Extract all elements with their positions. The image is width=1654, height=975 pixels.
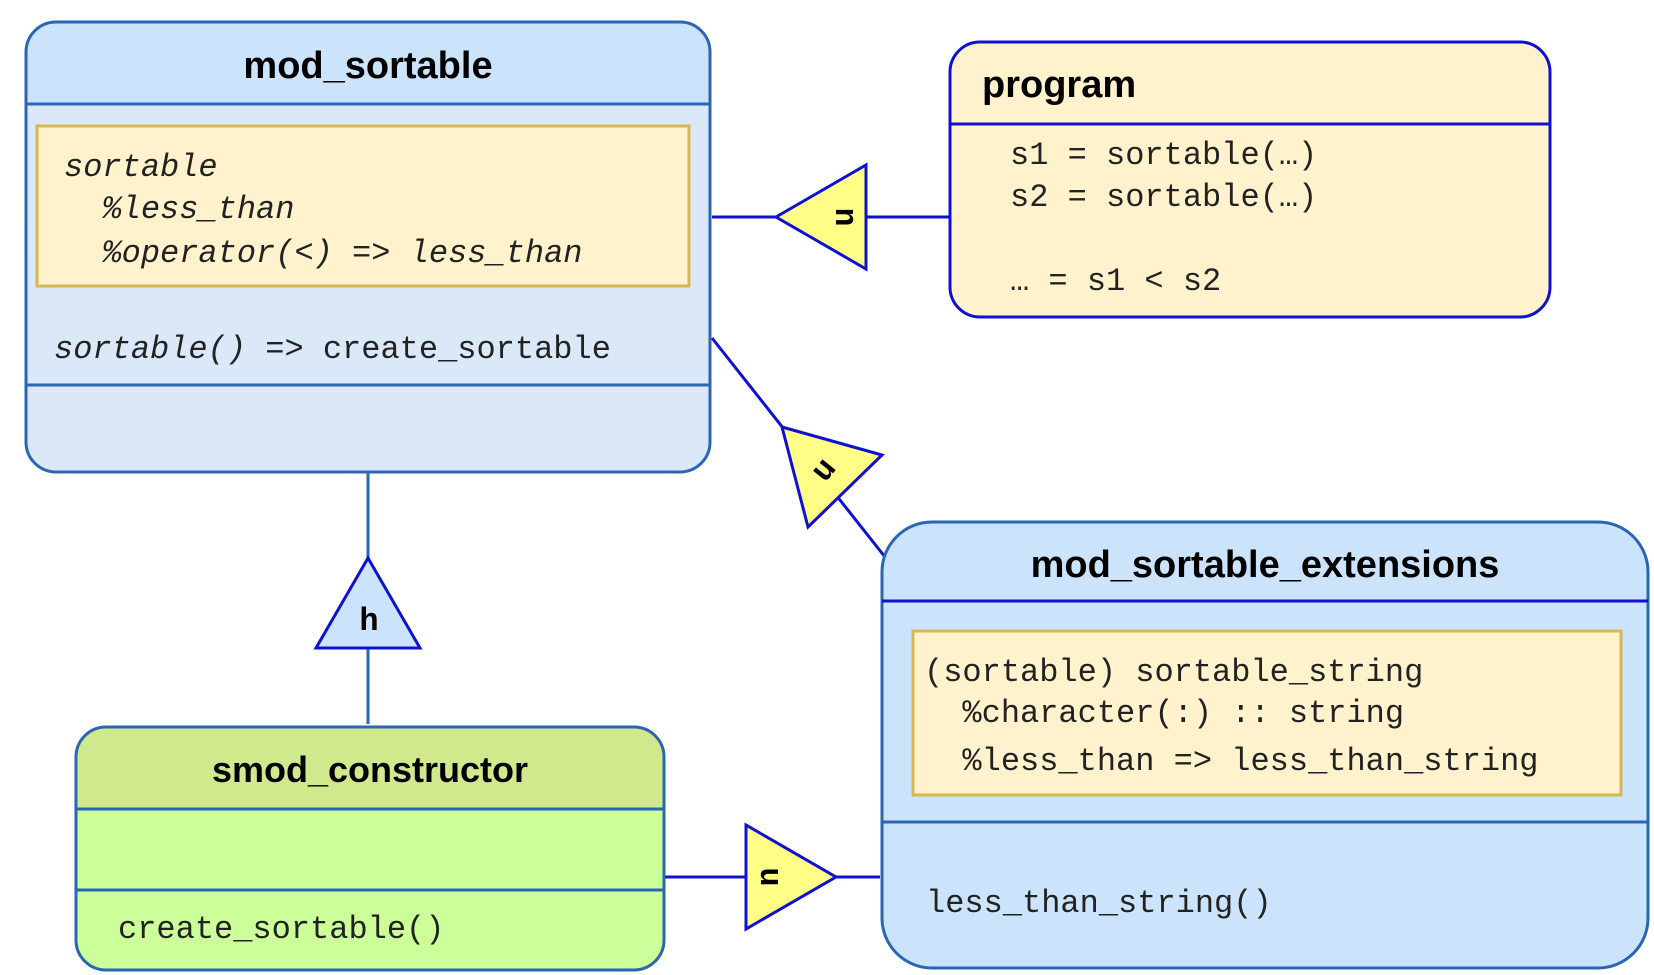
- extensions-border: [880, 520, 1650, 970]
- interface-target: => create_sortable: [246, 331, 611, 368]
- program-line-compare: … = s1 < s2: [1010, 263, 1221, 300]
- ext-type-line-character: %character(:) :: string: [924, 695, 1404, 732]
- smod-procedure: create_sortable(): [118, 911, 444, 948]
- program-title: program: [982, 64, 1136, 106]
- host-relation-smod: h: [313, 555, 423, 650]
- mod-sortable-title: mod_sortable: [243, 45, 492, 87]
- smod-title: smod_constructor: [212, 749, 528, 790]
- smod-border: [74, 725, 666, 972]
- program-line-s1: s1 = sortable(…): [1010, 137, 1317, 174]
- type-line-operator: %operator(<) => less_than: [64, 235, 582, 272]
- mod-sortable-type-box: [35, 124, 691, 288]
- mod-sortable-module: mod_sortable sortable %less_than %operat…: [24, 20, 712, 474]
- use-relation-program: u: [773, 162, 868, 272]
- smod-constructor-submodule: smod_constructor create_sortable(): [74, 725, 666, 972]
- host-label: h: [359, 603, 378, 640]
- use-triangle-icon: [773, 162, 868, 272]
- program-unit: program s1 = sortable(…) s2 = sortable(……: [948, 40, 1552, 319]
- use-relation-extensions: u: [779, 424, 885, 530]
- type-line-less-than: %less_than: [64, 191, 294, 228]
- use-label: u: [751, 867, 788, 886]
- use-triangle-icon: [744, 822, 839, 932]
- use-triangle-icon: [779, 424, 885, 530]
- ext-procedure: less_than_string(): [926, 885, 1272, 922]
- ext-type-line-declaration: (sortable) sortable_string: [924, 654, 1423, 691]
- extensions-title: mod_sortable_extensions: [1031, 544, 1500, 586]
- interface-name: sortable(): [54, 331, 246, 368]
- host-triangle-icon: [313, 555, 423, 650]
- use-relation-smod: u: [744, 822, 839, 932]
- mod-sortable-border: [24, 20, 712, 474]
- generic-interface-line: sortable() => create_sortable: [54, 331, 611, 368]
- program-box: [948, 40, 1552, 319]
- mod-sortable-extensions-module: mod_sortable_extensions (sortable) sorta…: [880, 520, 1650, 970]
- type-line-sortable: sortable: [64, 149, 218, 186]
- extensions-type-box: [911, 629, 1623, 797]
- mod-sortable-header: [26, 22, 710, 104]
- use-label: u: [826, 207, 863, 226]
- ext-type-line-less-than: %less_than => less_than_string: [924, 743, 1539, 780]
- smod-header: [76, 727, 664, 809]
- program-line-s2: s2 = sortable(…): [1010, 179, 1317, 216]
